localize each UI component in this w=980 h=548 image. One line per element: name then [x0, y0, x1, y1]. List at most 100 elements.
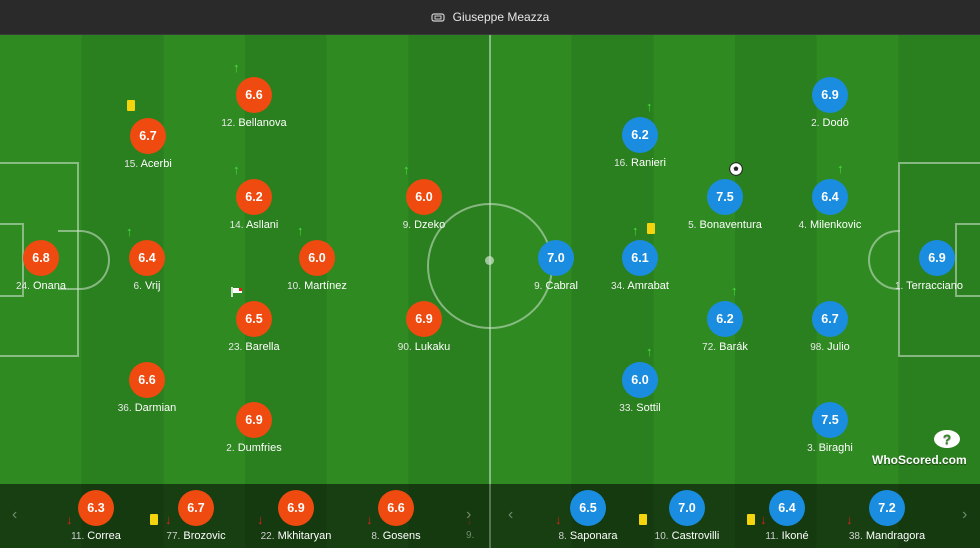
- player-home-darmian[interactable]: 6.6 36. Darmian: [77, 362, 217, 422]
- player-away-cabral[interactable]: 7.0 9. Cabral: [486, 240, 626, 300]
- player-number: 14.: [229, 220, 244, 231]
- player-rating: 6.6: [378, 490, 414, 526]
- player-number: 4.: [798, 220, 807, 231]
- player-name: Amrabat: [627, 280, 669, 292]
- sub-home-brozovic[interactable]: 6.7 77. Brozovic: [136, 490, 256, 546]
- player-name: Acerbi: [140, 158, 172, 170]
- sub-on-arrow-icon: ↑: [403, 162, 410, 177]
- player-away-bonaventura[interactable]: 7.5 5. Bonaventura: [655, 179, 795, 239]
- player-home-acerbi[interactable]: 6.7 15. Acerbi: [78, 118, 218, 178]
- whoscored-question-icon: ?: [934, 430, 960, 448]
- player-name: Gosens: [382, 530, 421, 542]
- player-rating: 6.1: [622, 240, 658, 276]
- player-rating: 7.2: [869, 490, 905, 526]
- player-away-biraghi[interactable]: 7.5 3. Biraghi: [760, 402, 900, 462]
- player-number: 24.: [16, 281, 30, 292]
- player-name: Ikoné: [781, 530, 809, 542]
- player-name: Julio: [827, 341, 850, 353]
- player-away-amrabat[interactable]: 6.1 34. Amrabat: [570, 240, 710, 300]
- player-name: Mandragora: [865, 530, 926, 542]
- player-home-martinez[interactable]: 6.0 10. Martínez: [247, 240, 387, 300]
- player-name: Dumfries: [237, 442, 282, 454]
- sub-off-arrow-icon: ↓: [760, 512, 767, 527]
- player-away-julio[interactable]: 6.7 98. Julio: [760, 301, 900, 361]
- sub-off-arrow-icon: ↓: [555, 512, 562, 527]
- player-home-dumfries[interactable]: 6.9 2. Dumfries: [184, 402, 324, 462]
- player-number: 9.: [402, 220, 412, 231]
- player-number: 8.: [558, 531, 567, 542]
- player-rating: 6.5: [236, 301, 272, 337]
- player-away-milenkovic[interactable]: 6.4 4. Milenkovic: [760, 179, 900, 239]
- player-rating: 7.5: [812, 402, 848, 438]
- chevron-left-icon[interactable]: ‹: [508, 506, 514, 523]
- player-away-ranieri[interactable]: 6.2 16. Ranieri: [570, 117, 710, 177]
- player-name: Terracciano: [906, 280, 964, 292]
- player-rating: 6.0: [622, 362, 658, 398]
- sub-home-mkhitaryan[interactable]: 6.9 22. Mkhitaryan: [236, 490, 356, 546]
- player-number: 77.: [166, 531, 181, 542]
- player-rating: 6.2: [707, 301, 743, 337]
- player-number: 5.: [688, 220, 697, 231]
- player-name: Mkhitaryan: [277, 530, 332, 542]
- yellow-card-icon: [647, 223, 655, 234]
- chevron-right-icon[interactable]: ›: [962, 506, 968, 523]
- sub-on-arrow-icon: ↑: [646, 344, 653, 359]
- player-name: Bonaventura: [699, 219, 762, 231]
- player-away-dodo[interactable]: 6.9 2. Dodô: [760, 77, 900, 137]
- sub-away-mandragora[interactable]: 7.2 38. Mandragora: [827, 490, 947, 546]
- player-rating: 6.9: [236, 402, 272, 438]
- sub-home-gosens[interactable]: 6.6 8. Gosens: [336, 490, 456, 546]
- sub-away-saponara[interactable]: 6.5 8. Saponara: [528, 490, 648, 546]
- player-home-onana[interactable]: 6.8 24. Onana: [0, 240, 111, 300]
- player-number: 11.: [71, 531, 85, 542]
- chevron-left-icon[interactable]: ‹: [12, 506, 18, 523]
- player-name: Asllani: [245, 219, 279, 231]
- player-name: Bellanova: [238, 117, 287, 129]
- player-rating: 6.2: [622, 117, 658, 153]
- player-rating: 7.0: [538, 240, 574, 276]
- yellow-card-icon: [127, 100, 135, 111]
- player-name: Biraghi: [818, 442, 853, 454]
- player-rating: 6.0: [299, 240, 335, 276]
- whoscored-logo: ? WhoScored.com: [872, 430, 967, 467]
- player-rating: 6.5: [570, 490, 606, 526]
- chevron-right-icon[interactable]: ›: [466, 506, 472, 523]
- player-name: Dodô: [822, 117, 849, 129]
- player-home-bellanova[interactable]: 6.6 12. Bellanova: [184, 77, 324, 137]
- player-name: Ranieri: [631, 157, 666, 169]
- sub-away-ikone[interactable]: 6.4 11. Ikoné: [727, 490, 847, 546]
- player-name: Lukaku: [414, 341, 451, 353]
- player-rating: 6.8: [23, 240, 59, 276]
- sub-on-arrow-icon: ↑: [646, 99, 653, 114]
- sub-on-arrow-icon: ↑: [731, 283, 738, 298]
- partial-bench-number: 9.: [466, 530, 475, 541]
- right-goal-area: [955, 223, 980, 297]
- player-home-barella[interactable]: 6.5 23. Barella: [184, 301, 324, 361]
- sub-away-castrovilli[interactable]: 7.0 10. Castrovilli: [627, 490, 747, 546]
- player-rating: 6.2: [236, 179, 272, 215]
- svg-text:?: ?: [943, 431, 952, 447]
- player-rating: 6.4: [812, 179, 848, 215]
- match-header: Giuseppe Meazza: [0, 0, 980, 35]
- player-rating: 6.9: [406, 301, 442, 337]
- player-away-sottil[interactable]: 6.0 33. Sottil: [570, 362, 710, 422]
- sub-home-correa[interactable]: 6.3 11. Correa: [36, 490, 156, 546]
- player-rating: 6.7: [178, 490, 214, 526]
- player-home-lukaku[interactable]: 6.9 90. Lukaku: [354, 301, 494, 361]
- yellow-card-icon: [747, 514, 755, 525]
- player-away-terracciano[interactable]: 6.9 1. Terracciano: [867, 240, 980, 300]
- player-name: Barella: [245, 341, 280, 353]
- sub-on-arrow-icon: ↑: [233, 162, 240, 177]
- yellow-card-icon: [639, 514, 647, 525]
- player-name: Darmian: [134, 402, 177, 414]
- player-home-asllani[interactable]: 6.2 14. Asllani: [184, 179, 324, 239]
- sub-off-arrow-icon: ↓: [366, 512, 373, 527]
- player-number: 15.: [124, 159, 139, 170]
- player-home-vrij[interactable]: 6.4 6. Vrij: [77, 240, 217, 300]
- player-name: Dzeko: [414, 219, 446, 231]
- sub-on-arrow-icon: ↑: [297, 223, 304, 238]
- player-rating: 6.9: [812, 77, 848, 113]
- player-home-dzeko[interactable]: 6.0 9. Dzeko: [354, 179, 494, 239]
- yellow-card-icon: [150, 514, 158, 525]
- player-away-barak[interactable]: 6.2 72. Barák: [655, 301, 795, 361]
